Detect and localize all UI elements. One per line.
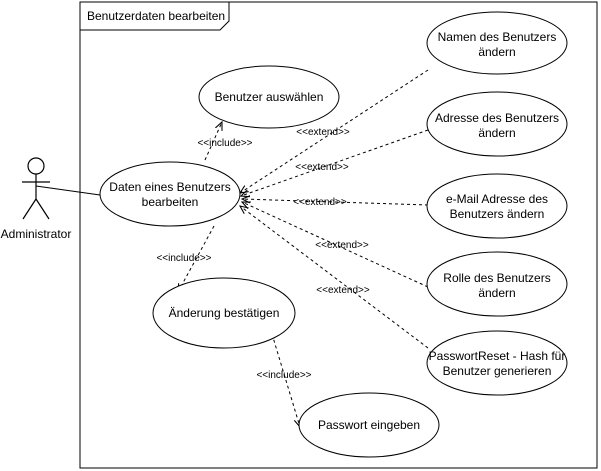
actor-head [27, 157, 45, 175]
include-auswaehlen-label: <<include>> [197, 138, 252, 149]
use-case-benutzer-auswaehlen[interactable]: Benutzer auswählen [198, 65, 340, 129]
use-case-passwort-reset[interactable]: PasswortReset - Hash für Benutzer generi… [426, 330, 568, 396]
use-case-passwort-eingeben[interactable]: Passwort eingeben [298, 392, 440, 458]
use-case-label-line1: Adresse des Benutzers [435, 111, 559, 125]
extend-namen-line [240, 69, 429, 193]
use-case-label-line2: bearbeiten [142, 195, 199, 209]
use-case-label-line2: ändern [478, 126, 515, 140]
use-case-namen-aendern[interactable]: Namen des Benutzers ändern [426, 11, 568, 75]
actor-administrator[interactable]: Administrator [1, 157, 72, 241]
include-passwort-label: <<include>> [256, 370, 311, 381]
extend-namen-label: <<extend>> [296, 127, 350, 138]
use-case-label: Benutzer auswählen [215, 90, 324, 104]
use-case-label-line1: Rolle des Benutzers [443, 271, 550, 285]
use-case-aenderung-bestaetigen[interactable]: Änderung bestätigen [152, 277, 296, 349]
extend-rolle-line [242, 202, 429, 288]
use-case-label-line2: Benutzers ändern [450, 207, 545, 221]
use-case-label-line2: ändern [478, 45, 515, 59]
use-case-daten-bearbeiten[interactable]: Daten eines Benutzers bearbeiten [99, 161, 241, 227]
use-case-adresse-aendern[interactable]: Adresse des Benutzers ändern [426, 91, 568, 157]
relations [178, 69, 429, 427]
use-case-label-line2: Benutzer generieren [443, 364, 552, 378]
extend-reset-label: <<extend>> [316, 285, 370, 296]
use-case-label: Änderung bestätigen [169, 306, 280, 320]
use-case-label-line1: Daten eines Benutzers [109, 180, 230, 194]
use-case-rolle-aendern[interactable]: Rolle des Benutzers ändern [426, 251, 568, 317]
use-case-label: Passwort eingeben [318, 418, 420, 432]
boundary-title-tab [79, 1, 230, 31]
use-case-label-line1: Namen des Benutzers [438, 30, 557, 44]
use-case-label-line2: ändern [478, 286, 515, 300]
include-auswaehlen-line [204, 122, 222, 161]
extend-email-label: <<extend>> [293, 197, 347, 208]
use-case-label-line1: PasswortReset - Hash für [429, 349, 566, 363]
extend-email-line [242, 199, 429, 206]
use-case-email-aendern[interactable]: e-Mail Adresse des Benutzers ändern [426, 173, 568, 239]
actor-label: Administrator [1, 227, 72, 241]
extend-adresse-label: <<extend>> [295, 162, 349, 173]
include-bestaetigen-line [178, 225, 215, 292]
include-bestaetigen-label: <<include>> [156, 253, 211, 264]
relation-labels: <<include>> <<include>> <<include>> <<ex… [156, 127, 369, 381]
association-line [35, 185, 101, 196]
extend-rolle-label: <<extend>> [315, 240, 369, 251]
include-passwort-line [271, 333, 300, 427]
use-case-label-line1: e-Mail Adresse des [446, 192, 548, 206]
boundary-title: Benutzerdaten bearbeiten [87, 9, 225, 23]
